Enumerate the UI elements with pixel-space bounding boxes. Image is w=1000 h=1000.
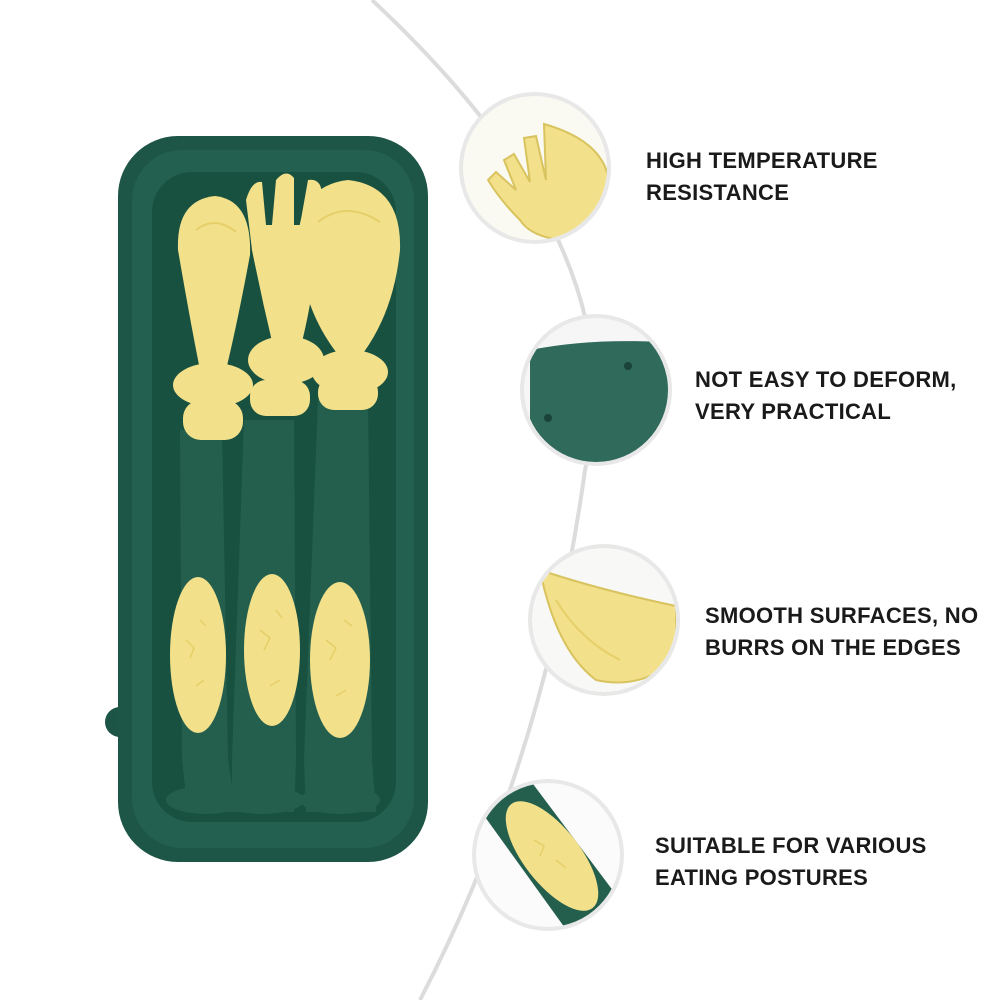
case-closeup-icon (520, 314, 672, 466)
feature-line: SMOOTH SURFACES, NO (705, 603, 979, 628)
feature-line: BURRS ON THE EDGES (705, 635, 961, 660)
feature-line: HIGH TEMPERATURE (646, 148, 878, 173)
grip-closeup-icon (472, 779, 624, 931)
spoon-right (297, 180, 401, 814)
feature-line: RESISTANCE (646, 180, 790, 205)
feature-line: SUITABLE FOR VARIOUS (655, 833, 927, 858)
feature-text-heat-resistance: HIGH TEMPERATURE RESISTANCE (646, 145, 878, 209)
feature-text-durability: NOT EASY TO DEFORM, VERY PRACTICAL (695, 364, 957, 428)
feature-line: NOT EASY TO DEFORM, (695, 367, 957, 392)
fork-closeup-icon (459, 92, 611, 244)
spoon-closeup-icon (528, 544, 680, 696)
feature-line: EATING POSTURES (655, 865, 869, 890)
feature-text-eating-postures: SUITABLE FOR VARIOUS EATING POSTURES (655, 830, 927, 894)
feature-text-smooth-surfaces: SMOOTH SURFACES, NO BURRS ON THE EDGES (705, 600, 978, 664)
fork-middle (220, 173, 324, 814)
feature-line: VERY PRACTICAL (695, 399, 892, 424)
